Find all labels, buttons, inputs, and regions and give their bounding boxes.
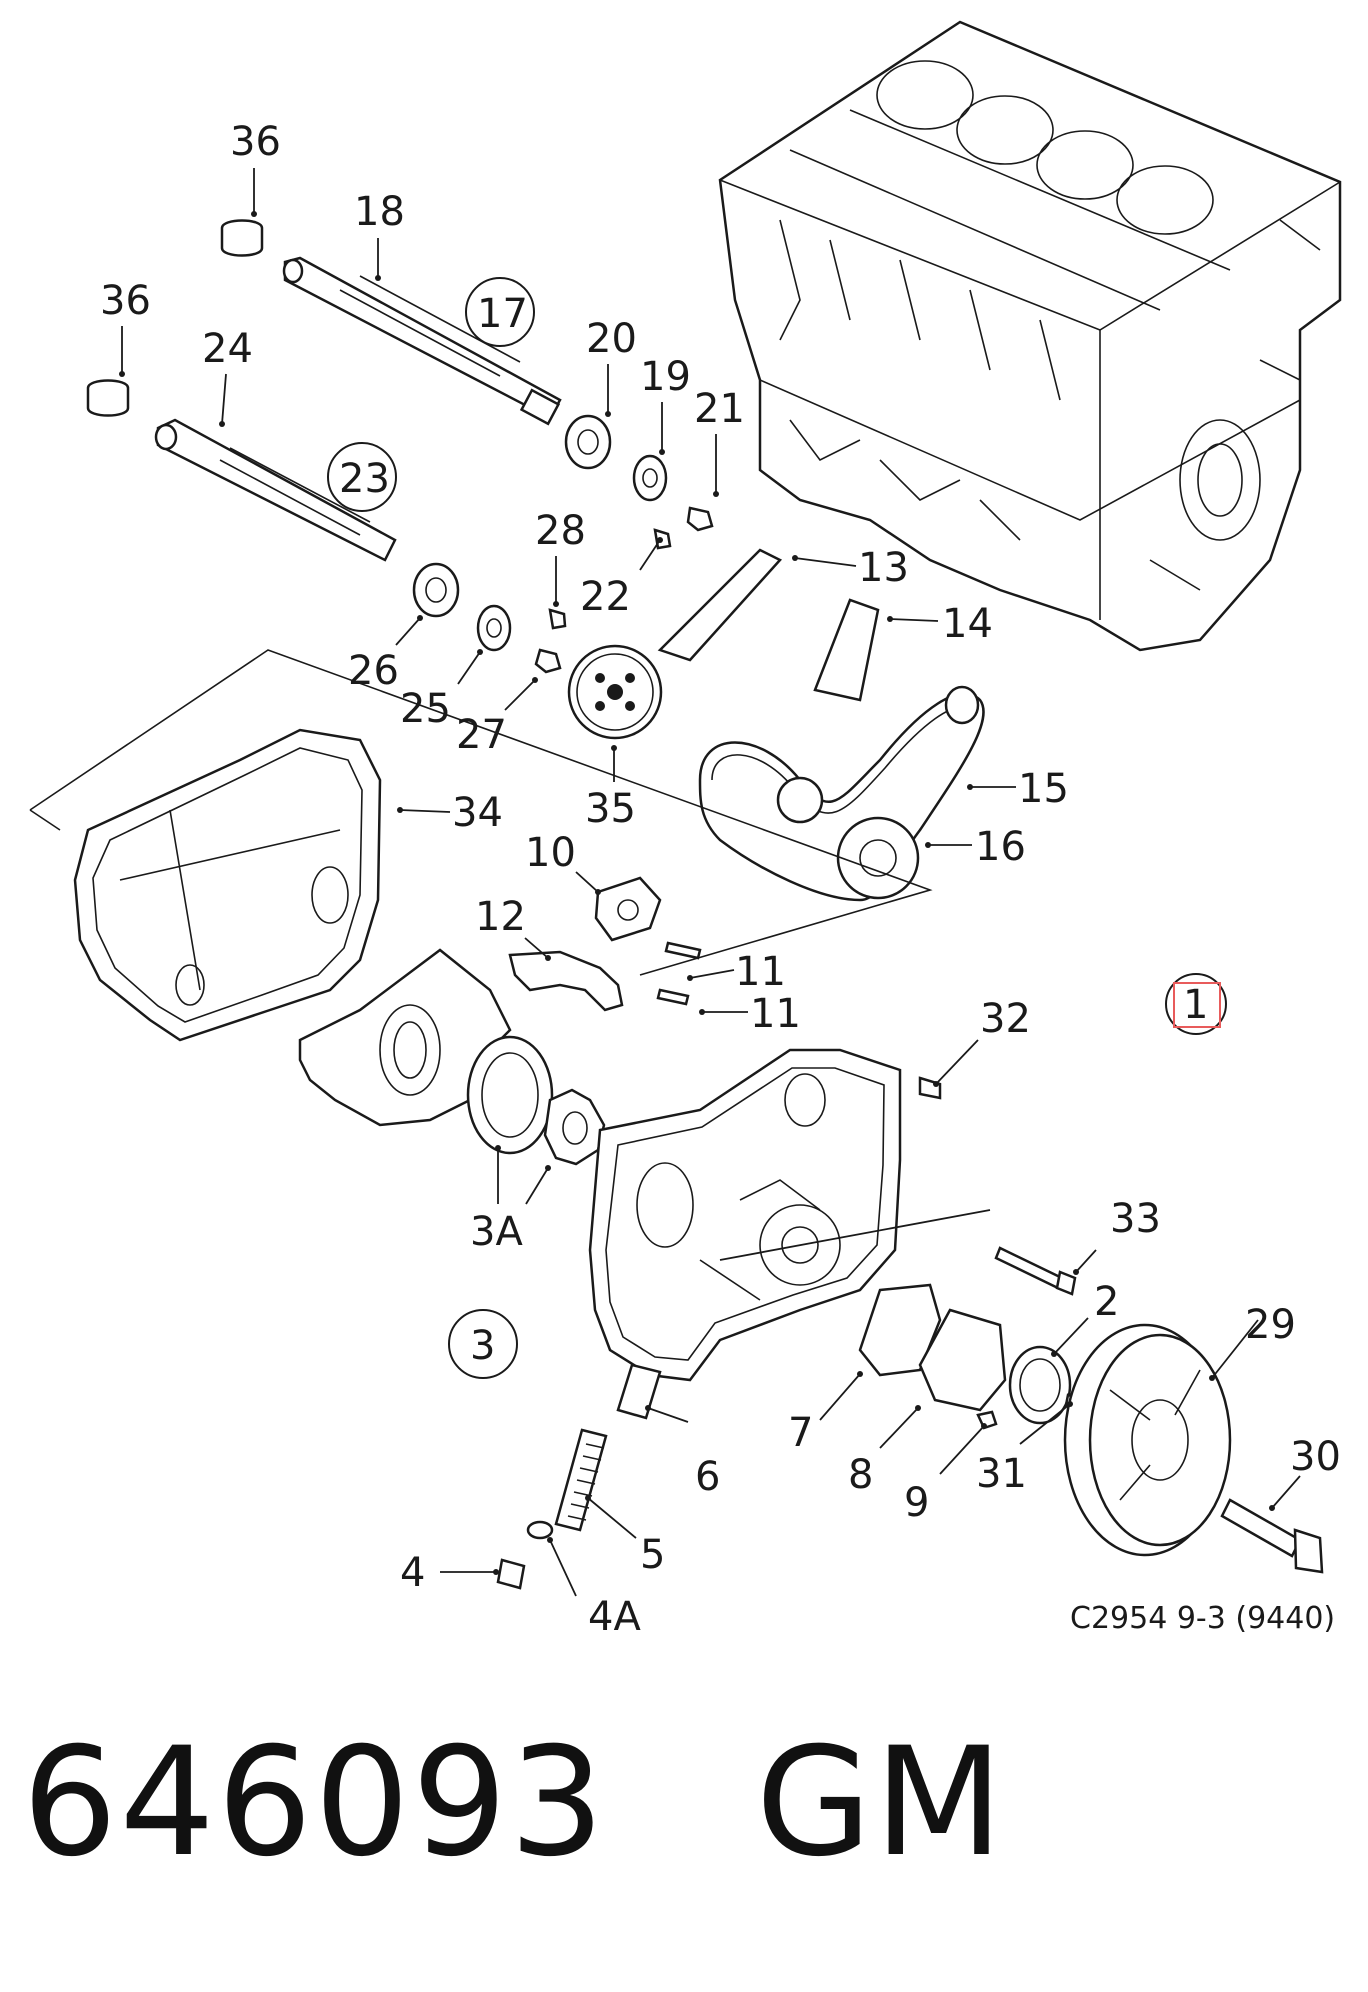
callout-6: 6 xyxy=(695,1454,720,1500)
engine-block xyxy=(718,20,1342,652)
callout-5: 5 xyxy=(640,1532,665,1578)
callout-24: 24 xyxy=(202,326,253,372)
callout-36-lower: 36 xyxy=(100,278,151,324)
sleeve-6 xyxy=(616,1363,662,1420)
callout-21: 21 xyxy=(694,386,745,432)
bolt-32 xyxy=(918,1076,942,1100)
callout-22: 22 xyxy=(580,574,631,620)
callout-35: 35 xyxy=(585,786,636,832)
leader-lines xyxy=(121,168,1301,1597)
camshaft-upper xyxy=(220,219,562,426)
part-number-caption: 646093 GM xyxy=(22,1728,1005,1878)
callout-14: 14 xyxy=(942,601,993,647)
group-circles xyxy=(327,277,1227,1379)
callout-8: 8 xyxy=(848,1452,873,1498)
callout-4a: 4A xyxy=(588,1594,641,1640)
oil-pump-rotors xyxy=(466,1035,606,1166)
leader-dots xyxy=(119,211,1275,1575)
callout-2: 2 xyxy=(1094,1279,1119,1325)
callout-labels: 36 18 17 36 24 23 20 19 21 28 22 13 14 2… xyxy=(100,119,1341,1640)
caption-gap xyxy=(607,1716,756,1890)
callout-15: 15 xyxy=(1018,766,1069,812)
cover-gasket-7 xyxy=(858,1283,942,1377)
figure-code: C2954 9-3 (9440) xyxy=(1070,1601,1335,1636)
chain-guides xyxy=(657,548,880,702)
bolts-11 xyxy=(656,941,702,1006)
group-bracket xyxy=(29,649,933,976)
bolt-33 xyxy=(994,1246,1077,1296)
tensioner-rail xyxy=(508,950,624,1012)
callout-28: 28 xyxy=(535,508,586,554)
spring-5 xyxy=(554,1428,608,1532)
cam-sprockets xyxy=(412,414,714,740)
callout-7: 7 xyxy=(788,1410,813,1456)
callout-34: 34 xyxy=(452,790,503,836)
callout-30: 30 xyxy=(1290,1434,1341,1480)
callout-9: 9 xyxy=(904,1480,929,1526)
callout-18: 18 xyxy=(354,189,405,235)
screw-9 xyxy=(976,1410,998,1430)
callout-25: 25 xyxy=(400,686,451,732)
callout-33: 33 xyxy=(1110,1196,1161,1242)
callout-31: 31 xyxy=(976,1451,1027,1497)
front-cover-gasket xyxy=(73,728,382,1042)
timing-chain xyxy=(698,685,985,902)
callout-36-upper: 36 xyxy=(230,119,281,165)
callout-13: 13 xyxy=(858,545,909,591)
pulley-bolt xyxy=(1220,1498,1324,1574)
callout-10: 10 xyxy=(525,830,576,876)
callout-27: 27 xyxy=(456,712,507,758)
crankshaft-pulley xyxy=(1063,1323,1232,1557)
oil-seal-2 xyxy=(1008,1345,1072,1425)
callout-11-lower: 11 xyxy=(750,991,801,1037)
timing-cover xyxy=(588,1048,991,1382)
callout-29: 29 xyxy=(1245,1302,1296,1348)
callout-11-upper: 11 xyxy=(735,949,786,995)
callout-32: 32 xyxy=(980,996,1031,1042)
callout-19: 19 xyxy=(640,354,691,400)
callout-3: 3 xyxy=(470,1323,495,1369)
part-number: 646093 xyxy=(22,1716,607,1890)
callout-3a: 3A xyxy=(470,1209,523,1255)
chain-tensioner xyxy=(594,876,662,942)
callout-1: 1 xyxy=(1183,982,1208,1028)
callout-16: 16 xyxy=(975,824,1026,870)
callout-23: 23 xyxy=(339,456,390,502)
part-brand: GM xyxy=(755,1716,1006,1890)
callout-12: 12 xyxy=(475,894,526,940)
callout-4: 4 xyxy=(400,1550,425,1596)
callout-17: 17 xyxy=(477,291,528,337)
plug-4 xyxy=(496,1558,526,1590)
camshaft-lower xyxy=(86,379,397,562)
callout-26: 26 xyxy=(348,648,399,694)
cover-plate-8 xyxy=(918,1308,1007,1412)
washer-4a xyxy=(526,1520,554,1540)
callout-20: 20 xyxy=(586,316,637,362)
